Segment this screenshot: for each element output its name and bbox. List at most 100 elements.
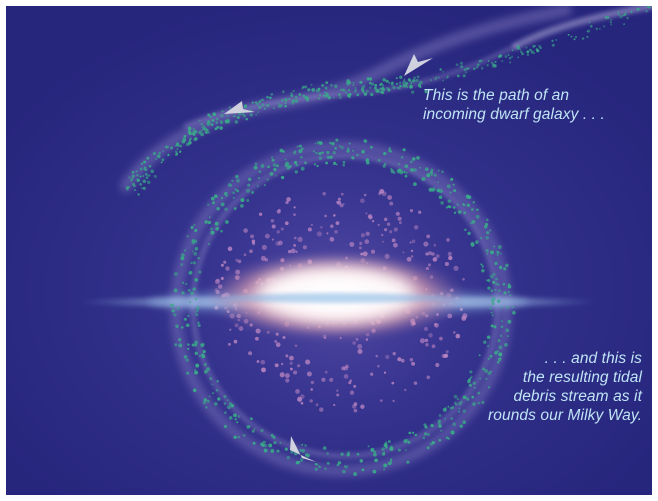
star-particle [225,220,229,224]
star-particle [395,211,400,216]
star-particle [202,128,205,131]
star-particle [285,354,289,358]
star-particle [215,121,218,124]
star-particle [332,161,337,166]
star-particle [365,338,369,341]
star-particle [293,370,298,375]
star-particle [370,447,375,452]
star-particle [409,241,412,244]
star-particle [331,142,335,146]
star-particle [189,139,191,142]
star-particle [273,167,277,172]
star-particle [181,253,185,257]
star-particle [250,417,253,420]
star-particle [289,361,293,365]
star-particle [438,438,442,442]
star-particle [279,441,282,444]
star-particle [246,198,250,203]
star-particle [430,79,433,82]
star-particle [145,176,149,180]
star-particle [223,395,227,399]
star-particle [379,83,382,87]
star-particle [399,84,402,88]
star-particle [281,98,284,102]
star-particle [495,282,499,286]
star-particle [319,407,324,412]
star-particle [356,93,360,97]
star-particle [492,272,496,276]
star-particle [284,102,287,105]
star-particle [504,342,508,347]
star-particle [424,167,429,172]
star-particle [429,442,434,446]
star-particle [647,6,651,9]
star-particle [610,23,613,26]
star-particle [494,288,497,291]
star-particle [205,406,208,409]
star-particle [342,88,346,92]
star-particle [383,371,387,374]
star-particle [233,339,238,344]
star-particle [456,398,459,401]
star-particle [499,252,502,255]
star-particle [277,208,281,212]
star-particle [320,226,323,229]
star-particle [244,106,247,109]
star-particle [139,183,143,186]
star-particle [491,301,495,306]
star-particle [194,368,197,371]
star-particle [381,452,386,456]
star-particle [397,216,402,221]
star-particle [448,205,452,209]
direction-arrow-icon [224,101,255,114]
star-particle [197,257,200,260]
star-particle [485,249,489,253]
star-particle [276,449,280,453]
star-particle [301,443,304,446]
star-particle [450,177,454,181]
star-particle [496,250,500,254]
star-particle [501,60,504,63]
star-particle [317,87,321,91]
star-particle [442,70,445,73]
star-particle [354,87,357,89]
star-particle [392,85,396,90]
star-particle [191,250,194,253]
star-particle [300,156,303,159]
star-particle [458,410,460,413]
star-particle [443,354,447,359]
star-particle [476,63,480,67]
star-particle [480,263,483,266]
star-particle [413,76,416,80]
star-particle [351,156,355,160]
star-particle [470,208,474,211]
star-particle [198,270,202,274]
star-particle [139,167,143,171]
star-particle [447,437,450,440]
star-particle [301,147,304,150]
star-particle [298,144,302,148]
star-particle [493,63,496,66]
star-particle [471,395,475,399]
star-particle [352,81,355,84]
star-particle [288,97,291,100]
star-particle [212,392,214,395]
star-particle [229,328,232,331]
star-particle [195,363,200,368]
star-particle [386,222,391,226]
star-particle [426,375,431,380]
star-particle [297,396,303,402]
star-particle [233,207,237,210]
star-particle [497,339,501,343]
star-particle [229,416,233,420]
star-particle [240,198,245,203]
star-particle [359,241,363,246]
star-particle [280,104,283,107]
star-particle [375,354,378,358]
star-particle [142,175,145,177]
star-particle [198,119,201,122]
star-particle [433,173,437,177]
star-particle [251,190,255,194]
star-particle [570,35,573,38]
star-particle [506,305,509,309]
